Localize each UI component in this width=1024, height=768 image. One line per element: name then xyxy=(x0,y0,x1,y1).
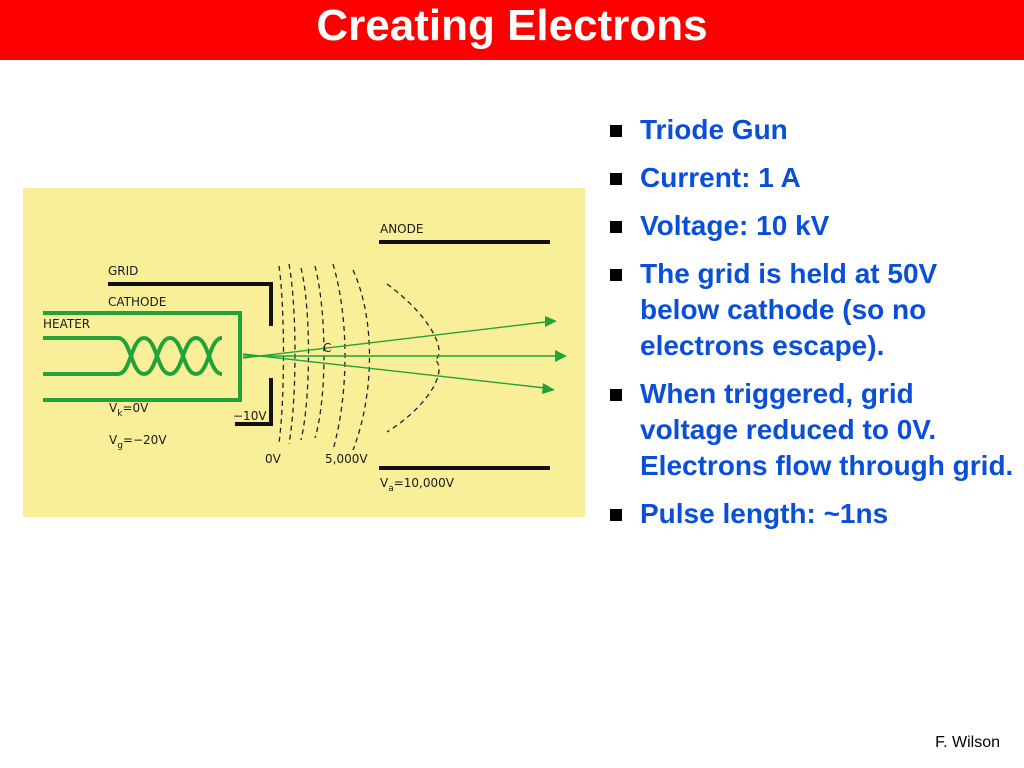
square-bullet-icon xyxy=(610,269,622,281)
heater-coil-b xyxy=(117,335,223,377)
anode-label: ANODE xyxy=(380,222,423,236)
minus10v-label: −10V xyxy=(233,409,267,423)
bullet-item: Current: 1 A xyxy=(606,160,1016,196)
vk-label: Vk=0V xyxy=(109,401,149,419)
vg-label: Vg=−20V xyxy=(109,433,167,451)
cathode-electrode xyxy=(43,311,242,402)
square-bullet-icon xyxy=(610,173,622,185)
bullet-text: The grid is held at 50V below cathode (s… xyxy=(640,258,938,361)
bullet-item: Voltage: 10 kV xyxy=(606,208,1016,244)
diagram-svg: ANODE GRID CATHODE HEATER C Vk=0V Vg=−20… xyxy=(43,222,567,494)
bullet-item: The grid is held at 50V below cathode (s… xyxy=(606,256,1016,364)
grid-electrode-top xyxy=(108,282,273,326)
slide-title: Creating Electrons xyxy=(316,1,708,50)
bullet-item: Pulse length: ~1ns xyxy=(606,496,1016,532)
author-footer: F. Wilson xyxy=(935,734,1000,751)
square-bullet-icon xyxy=(610,221,622,233)
cathode-label: CATHODE xyxy=(108,295,166,309)
electron-beam-arrows xyxy=(542,316,567,394)
heater-label: HEATER xyxy=(43,317,90,331)
equipotential-lines xyxy=(278,263,440,451)
title-bar xyxy=(0,0,1024,60)
square-bullet-icon xyxy=(610,509,622,521)
heater-coil-a xyxy=(117,335,223,377)
electron-beams xyxy=(242,321,555,389)
square-bullet-icon xyxy=(610,125,622,137)
grid-label: GRID xyxy=(108,264,138,278)
crossover-label: C xyxy=(323,341,331,355)
bullet-text: Pulse length: ~1ns xyxy=(640,498,889,529)
grid-electrode-bottom xyxy=(235,378,273,426)
bullet-text: Triode Gun xyxy=(640,114,788,145)
square-bullet-icon xyxy=(610,389,622,401)
bullet-text: When triggered, grid voltage reduced to … xyxy=(640,378,1014,481)
va-label: Va=10,000V xyxy=(380,476,455,494)
triode-gun-diagram: ANODE GRID CATHODE HEATER C Vk=0V Vg=−20… xyxy=(23,188,585,517)
bullet-item: Triode Gun xyxy=(606,112,1016,148)
five-thousand-volt-label: 5,000V xyxy=(325,452,368,466)
bullet-list: Triode Gun Current: 1 A Voltage: 10 kV T… xyxy=(606,112,1016,544)
bullet-item: When triggered, grid voltage reduced to … xyxy=(606,376,1016,484)
zero-volt-label: 0V xyxy=(265,452,282,466)
bullet-text: Current: 1 A xyxy=(640,162,801,193)
bullet-text: Voltage: 10 kV xyxy=(640,210,830,241)
